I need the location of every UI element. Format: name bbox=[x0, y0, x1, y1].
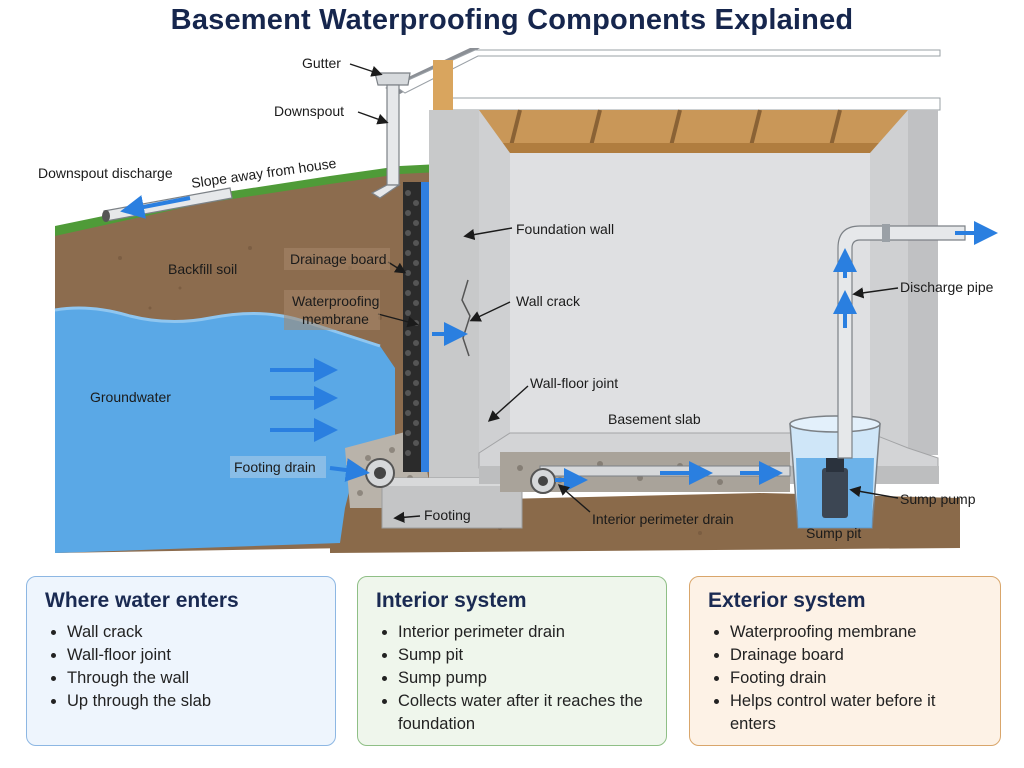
label-membrane-2: membrane bbox=[302, 311, 369, 327]
label-downspout-discharge: Downspout discharge bbox=[38, 165, 173, 181]
label-gutter: Gutter bbox=[302, 55, 341, 71]
list-item: Sump pump bbox=[398, 667, 648, 690]
drainage-board bbox=[403, 182, 421, 472]
panel-list: Wall crack Wall-floor joint Through the … bbox=[45, 621, 317, 713]
label-basement-slab: Basement slab bbox=[608, 411, 701, 427]
sump-pump bbox=[822, 468, 848, 518]
panel-heading: Exterior system bbox=[708, 589, 866, 612]
label-sump-pit: Sump pit bbox=[806, 525, 861, 541]
label-membrane-1: Waterproofing bbox=[292, 293, 379, 309]
panel-interior-system: Interior system Interior perimeter drain… bbox=[357, 576, 667, 746]
list-item: Helps control water before it enters bbox=[730, 690, 982, 736]
panel-heading: Where water enters bbox=[45, 589, 239, 612]
panel-where-water-enters: Where water enters Wall crack Wall-floor… bbox=[26, 576, 336, 746]
page-title: Basement Waterproofing Components Explai… bbox=[170, 4, 854, 36]
label-footing: Footing bbox=[424, 507, 471, 523]
rim-joist bbox=[439, 97, 941, 111]
label-discharge-pipe: Discharge pipe bbox=[900, 279, 994, 295]
foundation-wall-block bbox=[429, 110, 479, 480]
list-item: Wall-floor joint bbox=[67, 644, 317, 667]
grass bbox=[55, 164, 440, 236]
label-groundwater: Groundwater bbox=[90, 389, 171, 405]
panel-heading: Interior system bbox=[376, 589, 527, 612]
label-drainage-board: Drainage board bbox=[290, 251, 387, 267]
footing-block bbox=[381, 477, 523, 529]
list-item: Waterproofing membrane bbox=[730, 621, 982, 644]
label-interior-drain: Interior perimeter drain bbox=[592, 511, 734, 527]
label-sump-pump: Sump pump bbox=[900, 491, 976, 507]
gutter bbox=[374, 72, 411, 86]
label-footing-drain: Footing drain bbox=[234, 459, 316, 475]
list-item: Wall crack bbox=[67, 621, 317, 644]
interior-back-wall bbox=[510, 153, 870, 433]
panel-list: Waterproofing membrane Drainage board Fo… bbox=[708, 621, 982, 736]
list-item: Through the wall bbox=[67, 667, 317, 690]
waterproofing-membrane bbox=[421, 182, 429, 472]
list-item: Drainage board bbox=[730, 644, 982, 667]
panel-list: Interior perimeter drain Sump pit Sump p… bbox=[376, 621, 648, 736]
waterproofing-diagram: Gutter Downspout Downspout discharge Slo… bbox=[0, 48, 1024, 560]
list-item: Sump pit bbox=[398, 644, 648, 667]
interior-right-wall bbox=[870, 110, 908, 448]
label-downspout: Downspout bbox=[274, 103, 344, 119]
downspout bbox=[386, 84, 400, 186]
list-item: Footing drain bbox=[730, 667, 982, 690]
label-wall-crack: Wall crack bbox=[516, 293, 581, 309]
wood-studs bbox=[433, 60, 453, 112]
interior-left-wall bbox=[479, 110, 510, 453]
list-item: Up through the slab bbox=[67, 690, 317, 713]
list-item: Collects water after it reaches the foun… bbox=[398, 690, 648, 736]
list-item: Interior perimeter drain bbox=[398, 621, 648, 644]
label-backfill: Backfill soil bbox=[168, 261, 237, 277]
label-foundation-wall: Foundation wall bbox=[516, 221, 614, 237]
label-wall-floor-joint: Wall-floor joint bbox=[530, 375, 618, 391]
panel-exterior-system: Exterior system Waterproofing membrane D… bbox=[689, 576, 1001, 746]
